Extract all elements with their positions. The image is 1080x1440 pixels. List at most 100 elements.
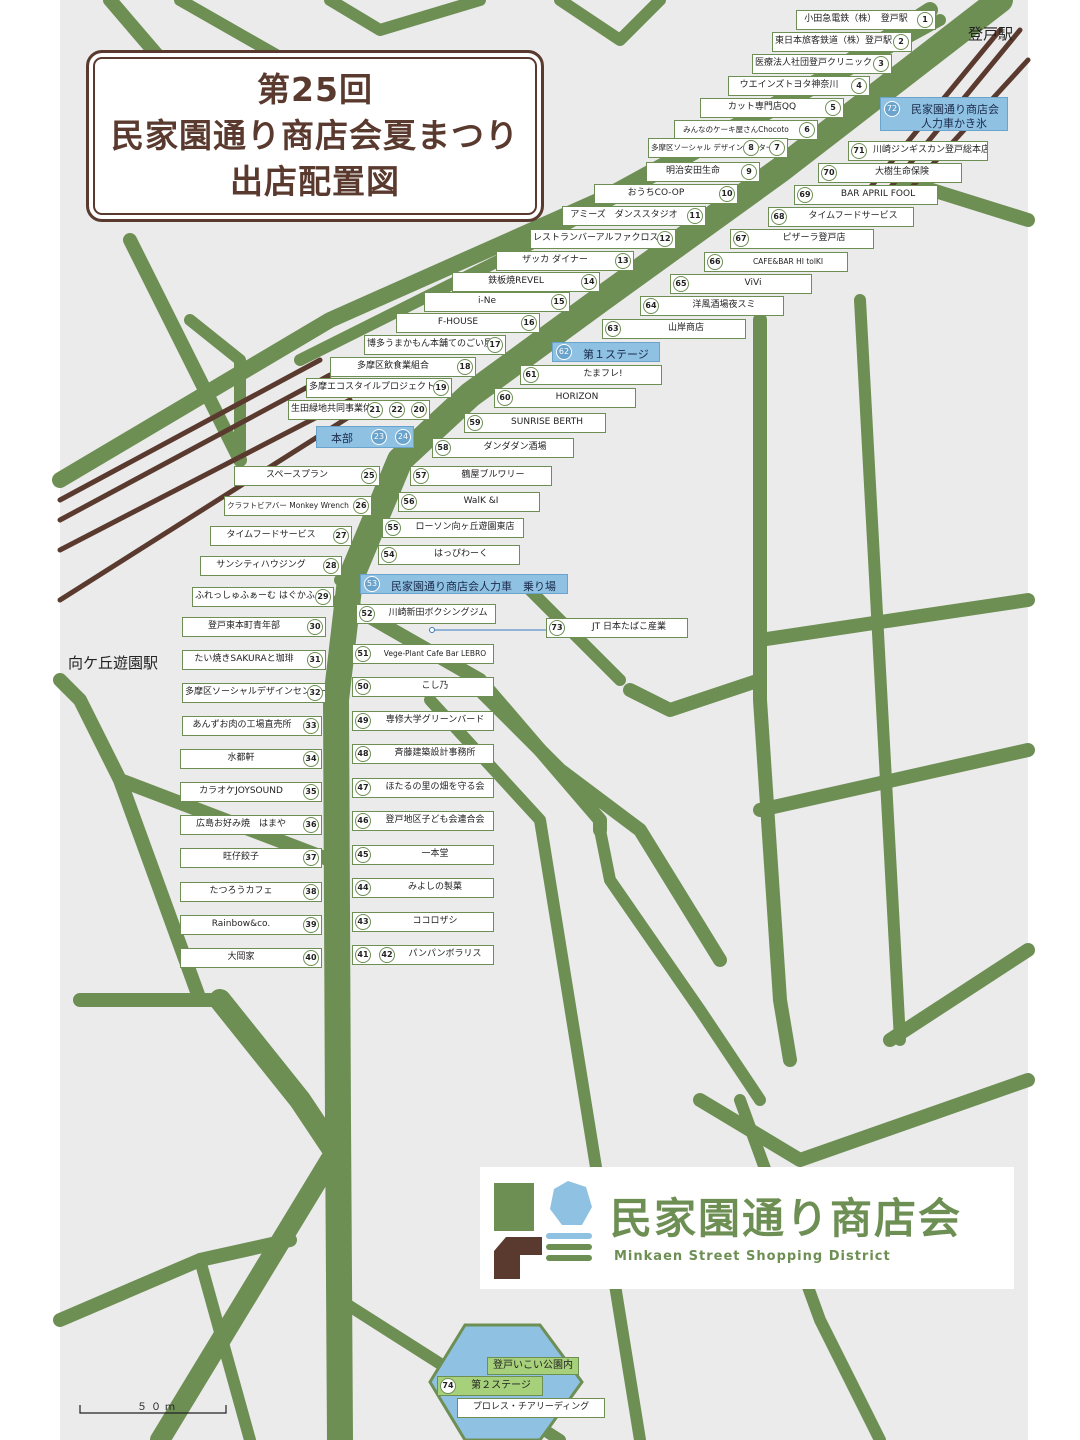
park-label-box: 登戸いこい公園内 [487, 1357, 579, 1375]
stall-number: 6 [799, 122, 815, 138]
stall-number: 37 [303, 850, 319, 866]
stall-number: 61 [523, 367, 539, 383]
stall-number: 26 [353, 498, 369, 514]
stall-label: タイムフードサービス [226, 530, 316, 540]
stall-number: 28 [323, 558, 339, 574]
stall-label: レストランバーアルファクロス [533, 233, 659, 243]
stall-number: 59 [467, 415, 483, 431]
main-street [323, 0, 1013, 1440]
stall-number: 60 [497, 390, 513, 406]
scale-bar [79, 1405, 227, 1414]
stall-label: スペースプラン [266, 470, 328, 480]
stall-40: 大岡家 40 [180, 948, 322, 968]
stall-number: 48 [355, 746, 371, 762]
stall-number: 33 [303, 718, 319, 734]
stall-label: 洋風酒場夜スミ [692, 300, 756, 310]
stall-label: 一本堂 [421, 849, 449, 859]
stage1-number: 62 [556, 344, 572, 360]
scale-label: ５０ｍ [137, 1402, 179, 1413]
road-right-v [753, 313, 797, 1067]
stall-number: 49 [355, 713, 371, 729]
stall-number: 45 [355, 847, 371, 863]
stall-number: 4 [851, 78, 867, 94]
stall-45: 一本堂 45 [352, 845, 494, 865]
road-ul-2 [123, 233, 247, 467]
stall-number: 57 [413, 468, 429, 484]
stall-number: 8 [743, 140, 759, 156]
road-right-5 [693, 1073, 1035, 1167]
stall-number: 50 [355, 679, 371, 695]
title-line-3: 出店配置図 [230, 162, 400, 201]
stall-44: みよしの製菓 44 [352, 878, 494, 898]
stall-number: 41 [355, 947, 371, 963]
stall-28: サンシティハウジング 28 [200, 556, 342, 576]
stall-number: 65 [673, 276, 689, 292]
stall-39: Rainbow&co.39 [180, 915, 322, 935]
stall-number: 71 [851, 143, 867, 159]
logo-panel: 民家園通り商店会 Minkaen Street Shopping Distric… [480, 1167, 1014, 1289]
road-left-v [184, 314, 246, 466]
stall-number: 51 [355, 646, 371, 662]
stall-label: ウエインズトヨタ神奈川 [739, 80, 839, 90]
stall-label: 大岡家 [227, 952, 255, 962]
stall-label: サンシティハウジング [216, 560, 306, 570]
stall-number: 58 [435, 440, 451, 456]
stall-label: JT 日本たばこ産業 [591, 622, 666, 632]
stage1-label: 第１ステージ [583, 348, 649, 361]
stall-label: HORIZON [555, 392, 599, 402]
stall-number: 17 [487, 337, 503, 353]
rickshaw-number: 53 [364, 576, 380, 592]
stall-number: 29 [315, 589, 331, 605]
stall-label: 大樹生命保険 [874, 167, 929, 177]
stage1-box: 62 第１ステージ [552, 342, 660, 362]
stall-label: パンパンボラリス [408, 949, 482, 959]
road-right-3 [883, 943, 1035, 1047]
stall-label: ほたるの里の畑を守る会 [385, 782, 485, 792]
stall-label: SUNRISE BERTH [511, 417, 583, 427]
stage2-label: 第２ステージ [471, 1380, 531, 1391]
stall-number: 44 [355, 880, 371, 896]
station-noborito: 登戸駅 [968, 25, 1014, 43]
stall-number: 66 [707, 254, 723, 270]
stall-number: 40 [303, 950, 319, 966]
stall-number: 36 [303, 817, 319, 833]
stall-label: たまフレ! [583, 369, 623, 379]
stall-51: Vege-Plant Cafe Bar LEBRO 51 [352, 644, 494, 664]
stall-label: はっぴわーく [433, 549, 488, 559]
prowrestling-box: プロレス・チアリーディング [457, 1398, 605, 1418]
road-left-2 [73, 993, 307, 1107]
stall-number: 1 [917, 12, 933, 28]
stall-label: 明治安田生命 [665, 166, 720, 176]
stall-label: 山岸商店 [667, 323, 704, 333]
park-label: 登戸いこい公園内 [493, 1360, 573, 1371]
stall-number: 64 [643, 298, 659, 314]
stall-label: Vege-Plant Cafe Bar LEBRO [383, 649, 487, 658]
stall-label: みよしの製菓 [407, 882, 462, 892]
stall-label: 小田急電鉄（株） 登戸駅 [804, 14, 908, 24]
stall-label: Rainbow&co. [211, 919, 271, 929]
